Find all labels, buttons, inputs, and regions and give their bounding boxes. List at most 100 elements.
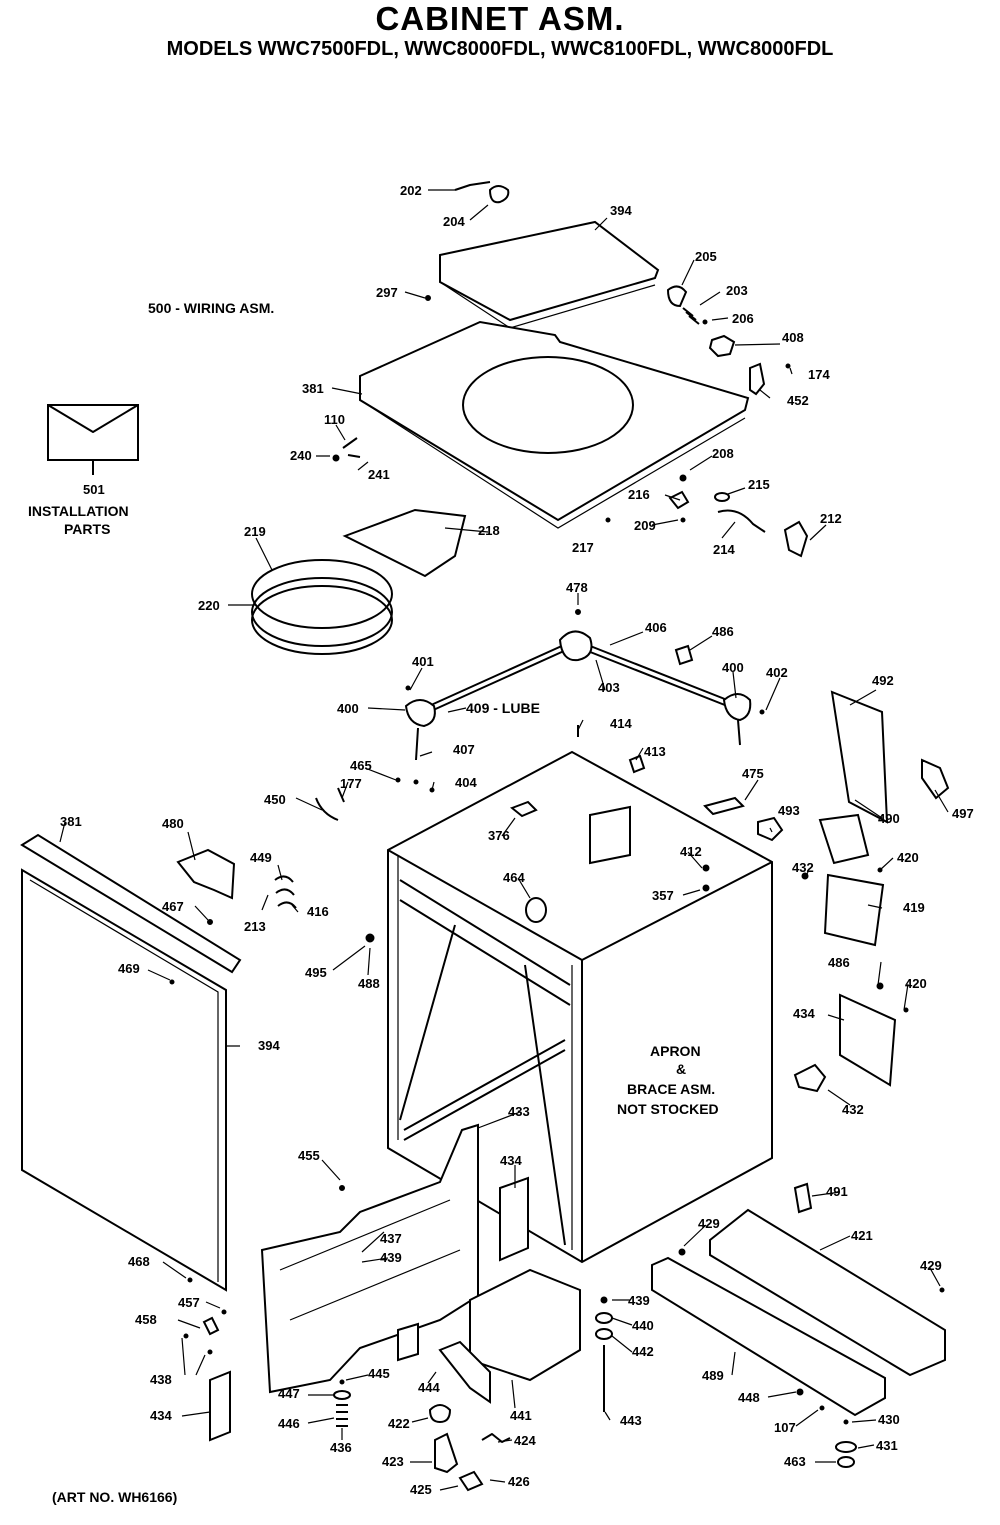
part-label: 493 (778, 803, 800, 818)
part-label: 381 (60, 814, 82, 829)
part-label: 443 (620, 1413, 642, 1428)
part-label: 416 (307, 904, 329, 919)
front-panel (20, 833, 242, 1292)
part-label: 218 (478, 523, 500, 538)
part-label: 469 (118, 961, 140, 976)
part-label: 480 (162, 816, 184, 831)
part-label: 458 (135, 1312, 157, 1327)
cabinet-frame (387, 725, 773, 1264)
part-label: 215 (748, 477, 770, 492)
part-label: 463 (784, 1454, 806, 1469)
part-label: 437 (380, 1231, 402, 1246)
part-label: 400 (337, 701, 359, 716)
part-label: 434 (500, 1153, 522, 1168)
part-label: 446 (278, 1416, 300, 1431)
part-label: 240 (290, 448, 312, 463)
part-label: 400 (722, 660, 744, 675)
part-label: 413 (644, 744, 666, 759)
part-label: 439 (380, 1250, 402, 1265)
part-label: 455 (298, 1148, 320, 1163)
part-label: 445 (368, 1366, 390, 1381)
part-label: 489 (702, 1368, 724, 1383)
part-label: 297 (376, 285, 398, 300)
base-frame (260, 1123, 581, 1404)
part-label: 407 (453, 742, 475, 757)
part-label: 440 (632, 1318, 654, 1333)
part-label: 408 (782, 330, 804, 345)
part-label: 422 (388, 1416, 410, 1431)
part-label: 421 (851, 1228, 873, 1243)
part-label: 492 (872, 673, 894, 688)
front-left-small-parts (169, 787, 375, 985)
part-label: 429 (920, 1258, 942, 1273)
part-label: 424 (514, 1433, 536, 1448)
lid (439, 220, 660, 329)
part-label: 488 (358, 976, 380, 991)
part-label: 414 (610, 716, 632, 731)
installation-number: 501 (83, 482, 105, 497)
part-label: 464 (503, 870, 525, 885)
part-label: 465 (350, 758, 372, 773)
part-label: 420 (897, 850, 919, 865)
installation-label: INSTALLATION (28, 503, 129, 519)
part-label: 432 (792, 860, 814, 875)
part-label: 478 (566, 580, 588, 595)
lid-hinge-parts (454, 181, 510, 204)
part-label: 434 (150, 1408, 172, 1423)
part-label: 420 (905, 976, 927, 991)
part-label: 423 (382, 1454, 404, 1469)
part-label: 486 (712, 624, 734, 639)
leader-lines (59, 189, 949, 1491)
part-label: 486 (828, 955, 850, 970)
part-label: 433 (508, 1104, 530, 1119)
part-label: 177 (340, 776, 362, 791)
part-label: 434 (793, 1006, 815, 1021)
apron-note-line3: BRACE ASM. (627, 1081, 715, 1097)
leveling-legs-and-fasteners (183, 1277, 857, 1492)
part-label: 497 (952, 806, 974, 821)
part-label: 404 (455, 775, 477, 790)
part-label: 206 (732, 311, 754, 326)
part-label: 432 (842, 1102, 864, 1117)
apron-note-line2: & (676, 1061, 686, 1077)
part-label: 403 (598, 680, 620, 695)
part-number-labels: 202 204 394 205 203 206 297 408 174 452 … (60, 183, 974, 1497)
part-label: 441 (510, 1408, 532, 1423)
diagram-title: CABINET ASM. (375, 0, 625, 37)
part-label: 357 (652, 888, 674, 903)
lid-switch-parts (666, 285, 791, 396)
part-label: 436 (330, 1440, 352, 1455)
part-label: 401 (412, 654, 434, 669)
installation-parts-label: PARTS (64, 521, 110, 537)
part-label: 490 (878, 811, 900, 826)
part-label: 467 (162, 899, 184, 914)
part-label: 412 (680, 844, 702, 859)
part-label: 450 (264, 792, 286, 807)
part-label: 107 (774, 1420, 796, 1435)
wiring-asm-note: 500 - WIRING ASM. (148, 300, 274, 316)
part-label: 212 (820, 511, 842, 526)
part-label: 419 (903, 900, 925, 915)
tub-ring-and-bracket (251, 508, 467, 655)
part-label: 402 (766, 665, 788, 680)
apron-note-line4: NOT STOCKED (617, 1101, 719, 1117)
part-label: 495 (305, 965, 327, 980)
part-label: 110 (324, 412, 345, 427)
part-label: 381 (302, 381, 324, 396)
part-label: 394 (610, 203, 632, 218)
part-label: 457 (178, 1295, 200, 1310)
part-label: 204 (443, 214, 465, 229)
part-label: 444 (418, 1380, 440, 1395)
part-label: 447 (278, 1386, 300, 1401)
part-label: 448 (738, 1390, 760, 1405)
base-rails (651, 1182, 946, 1417)
part-label: 429 (698, 1216, 720, 1231)
part-label: 425 (410, 1482, 432, 1497)
part-label: 219 (244, 524, 266, 539)
part-label: 213 (244, 919, 266, 934)
part-label: 241 (368, 467, 390, 482)
part-label: 220 (198, 598, 220, 613)
part-label: 452 (787, 393, 809, 408)
part-label: 426 (508, 1474, 530, 1489)
